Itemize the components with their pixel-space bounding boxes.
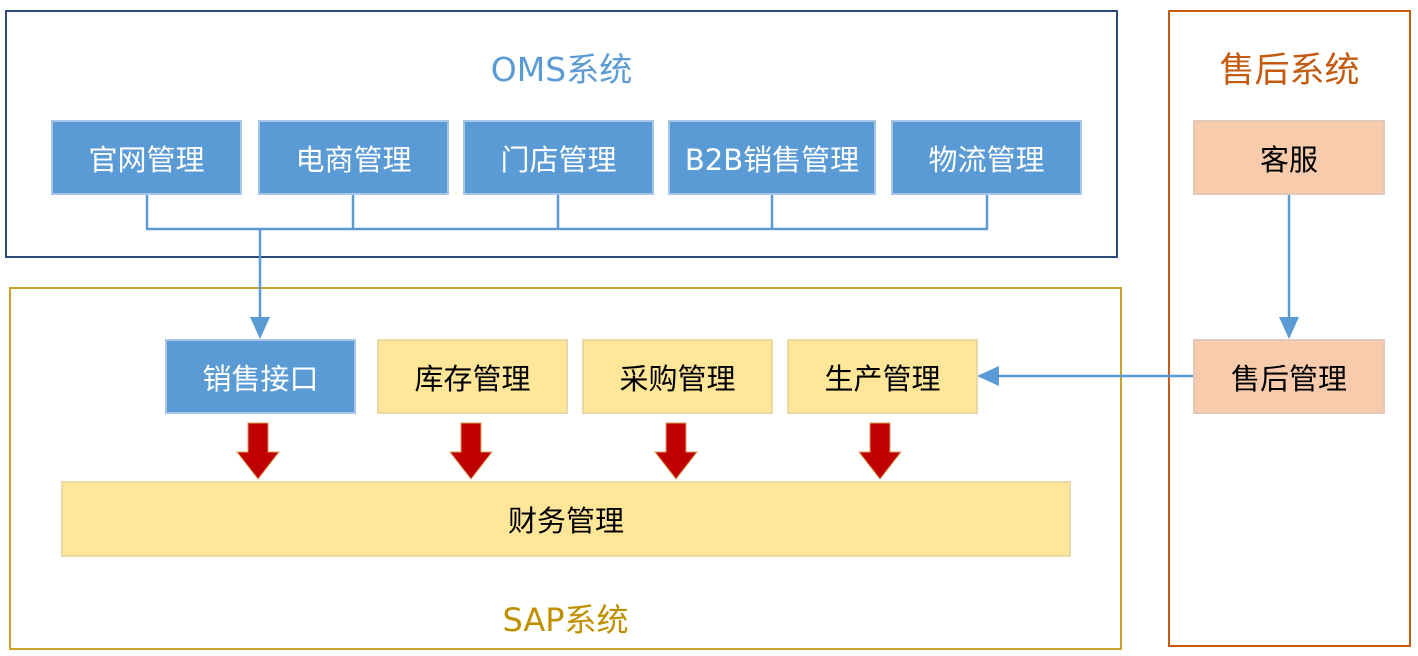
sap-module-sales-interface: 销售接口 [165, 339, 356, 414]
oms-system-title: OMS系统 [490, 50, 633, 89]
after-sales-system-title: 售后系统 [1219, 51, 1360, 91]
oms-module-official-site: 官网管理 [51, 120, 242, 195]
after-sales-customer-service: 客服 [1193, 120, 1385, 195]
oms-module-b2b-sales: B2B销售管理 [668, 120, 876, 195]
after-sales-system-frame [1168, 10, 1411, 647]
red-arrow-purchasing [653, 422, 699, 480]
sap-module-inventory: 库存管理 [377, 339, 568, 414]
sap-module-finance: 财务管理 [61, 481, 1071, 557]
oms-module-logistics: 物流管理 [891, 120, 1082, 195]
oms-module-store: 门店管理 [463, 120, 654, 195]
oms-system-frame [5, 10, 1118, 258]
sap-module-production: 生产管理 [787, 339, 978, 414]
red-arrow-sales-interface [235, 422, 281, 480]
red-arrow-production [857, 422, 903, 480]
oms-module-ecommerce: 电商管理 [258, 120, 449, 195]
red-arrow-inventory [448, 422, 494, 480]
sap-module-purchasing: 采购管理 [582, 339, 773, 414]
sap-system-frame [9, 287, 1122, 650]
sap-system-title: SAP系统 [502, 601, 629, 639]
after-sales-management: 售后管理 [1193, 339, 1385, 414]
